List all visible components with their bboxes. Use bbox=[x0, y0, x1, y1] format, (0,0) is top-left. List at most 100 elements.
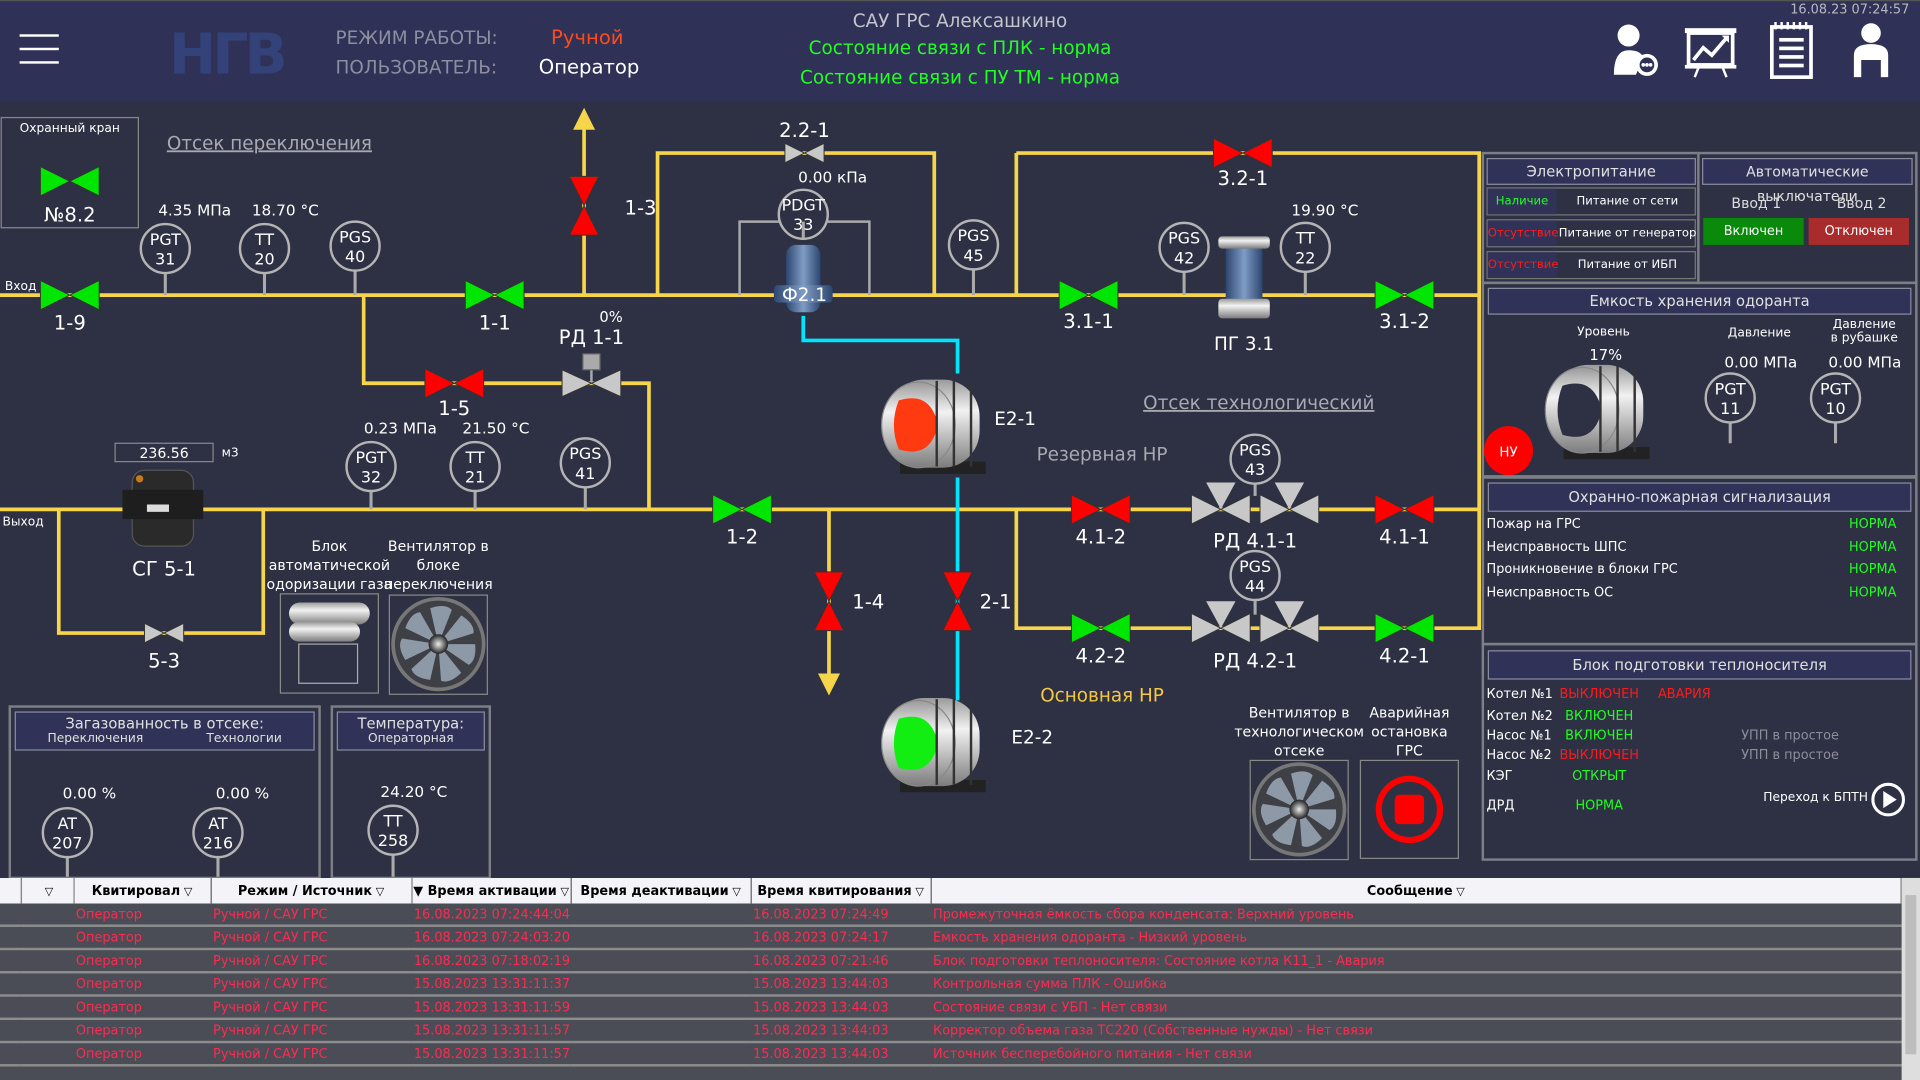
heat-block-state: ВЫКЛЮЧЕН bbox=[1559, 686, 1639, 702]
user-settings-icon[interactable] bbox=[1607, 21, 1663, 80]
valve-4.1-2[interactable]: 4.1-2 bbox=[1070, 493, 1131, 549]
report-icon[interactable] bbox=[1763, 21, 1819, 80]
filter-icon[interactable]: ▽ bbox=[915, 885, 924, 899]
valve-1-4[interactable]: 1-4 bbox=[813, 571, 884, 632]
caption-line: блоке bbox=[417, 558, 460, 574]
heater-body-icon bbox=[1225, 242, 1263, 307]
goto-heat-block-play-icon[interactable] bbox=[1870, 781, 1907, 818]
section-switch-link[interactable]: Отсек переключения bbox=[167, 133, 372, 154]
alarm-col-header[interactable]: ▼ Время активации▽ bbox=[411, 877, 572, 904]
valve-1-1[interactable]: 1-1 bbox=[464, 279, 525, 334]
heat-block-title: Блок подготовки теплоносителя bbox=[1487, 650, 1912, 680]
valve-1-9[interactable]: 1-9 bbox=[39, 279, 100, 334]
valve-4.1-1[interactable]: 4.1-1 bbox=[1374, 493, 1435, 549]
valve-2.2-1[interactable]: 2.2-1 bbox=[779, 119, 830, 164]
input1-breaker-button[interactable]: Включен bbox=[1703, 217, 1804, 245]
emergency-stop-button[interactable] bbox=[1359, 759, 1459, 859]
section-tech-link[interactable]: Отсек технологический bbox=[1143, 393, 1374, 414]
instrument-number: 45 bbox=[963, 246, 983, 265]
filter-icon[interactable]: ▽ bbox=[732, 885, 741, 899]
input2-breaker-button[interactable]: Отключен bbox=[1808, 217, 1909, 245]
valve-2-1[interactable]: 2-1 bbox=[942, 571, 1012, 632]
user-icon[interactable] bbox=[1844, 21, 1900, 80]
alarm-deactivated bbox=[570, 925, 751, 951]
valve-4.2-2[interactable]: 4.2-2 bbox=[1070, 612, 1131, 667]
switch-fan-icon[interactable] bbox=[388, 594, 488, 695]
regulator-group[interactable]: РД 4.1-1 bbox=[1190, 482, 1320, 552]
tank-shell-icon bbox=[887, 697, 980, 787]
regulator-group[interactable]: РД 4.2-1 bbox=[1190, 601, 1320, 672]
alarm-col-header[interactable]: Сообщение▽ bbox=[930, 877, 1902, 904]
filter-icon[interactable]: ▽ bbox=[375, 885, 385, 899]
heater-pg-3-1: ПГ 3.1 bbox=[1214, 236, 1274, 355]
filter-icon[interactable]: ▽ bbox=[560, 885, 569, 899]
valve-body-icon bbox=[561, 369, 622, 398]
alarm-col-header[interactable]: Время квитирования▽ bbox=[750, 877, 932, 904]
valve-1-3[interactable]: 1-3 bbox=[568, 175, 656, 236]
alarm-col-header[interactable]: Квитировал▽ bbox=[73, 877, 212, 904]
tank-shell-icon bbox=[887, 379, 980, 468]
valve-5-3[interactable]: 5-3 bbox=[144, 622, 185, 672]
heater-label: ПГ 3.1 bbox=[1214, 334, 1274, 355]
valve-3.1-1[interactable]: 3.1-1 bbox=[1058, 279, 1119, 333]
filter-icon[interactable]: ▽ bbox=[44, 885, 54, 899]
instrument-tag: PGS bbox=[339, 227, 371, 246]
alarm-source: Ручной / САУ ГРС bbox=[210, 948, 412, 974]
instrument-number: 31 bbox=[155, 249, 175, 268]
guard-valve-8-2[interactable]: №8.2 bbox=[39, 165, 100, 227]
valve-3.1-2[interactable]: 3.1-2 bbox=[1374, 279, 1435, 333]
valve-1-5[interactable]: 1-5 bbox=[424, 367, 485, 421]
valve-triangle bbox=[453, 367, 485, 399]
valve-1-2[interactable]: 1-2 bbox=[712, 493, 772, 549]
alarm-col-blank bbox=[0, 877, 22, 904]
valve-3.2-1[interactable]: 3.2-1 bbox=[1212, 137, 1273, 190]
alarm-source: Ручной / САУ ГРС bbox=[210, 972, 412, 997]
alarm-col-header[interactable]: Режим / Источник▽ bbox=[210, 877, 413, 904]
valve-body-icon bbox=[1374, 493, 1435, 525]
gas-pipe bbox=[56, 509, 266, 635]
meter-value-box bbox=[114, 442, 214, 463]
alarm-message: Емкость хранения одоранта - Низкий урове… bbox=[930, 925, 1902, 951]
alarm-scrollbar[interactable] bbox=[1901, 877, 1920, 1080]
fan-hub-icon bbox=[428, 634, 449, 654]
outlet-label: Выход bbox=[2, 514, 43, 528]
regulator-rd-1-1[interactable]: РД 1-10% bbox=[559, 309, 624, 398]
filter-icon[interactable]: ▽ bbox=[1456, 885, 1465, 899]
scrollbar-thumb[interactable] bbox=[1905, 895, 1917, 1055]
trend-chart-icon[interactable] bbox=[1682, 21, 1738, 80]
menu-icon[interactable] bbox=[19, 34, 59, 66]
tech-fan-icon[interactable] bbox=[1249, 759, 1349, 861]
alarm-col-header[interactable]: ▽ bbox=[20, 877, 75, 904]
filter-icon[interactable]: ▽ bbox=[183, 885, 193, 899]
alarm-col-header[interactable]: Время деактивации▽ bbox=[570, 877, 752, 904]
valve-4.2-1[interactable]: 4.2-1 bbox=[1374, 612, 1435, 667]
odorizer-unit-button[interactable] bbox=[279, 593, 379, 694]
instrument-circle bbox=[139, 222, 192, 275]
instrument-tag: PGT bbox=[1820, 379, 1851, 398]
alarm-cell bbox=[0, 925, 21, 951]
